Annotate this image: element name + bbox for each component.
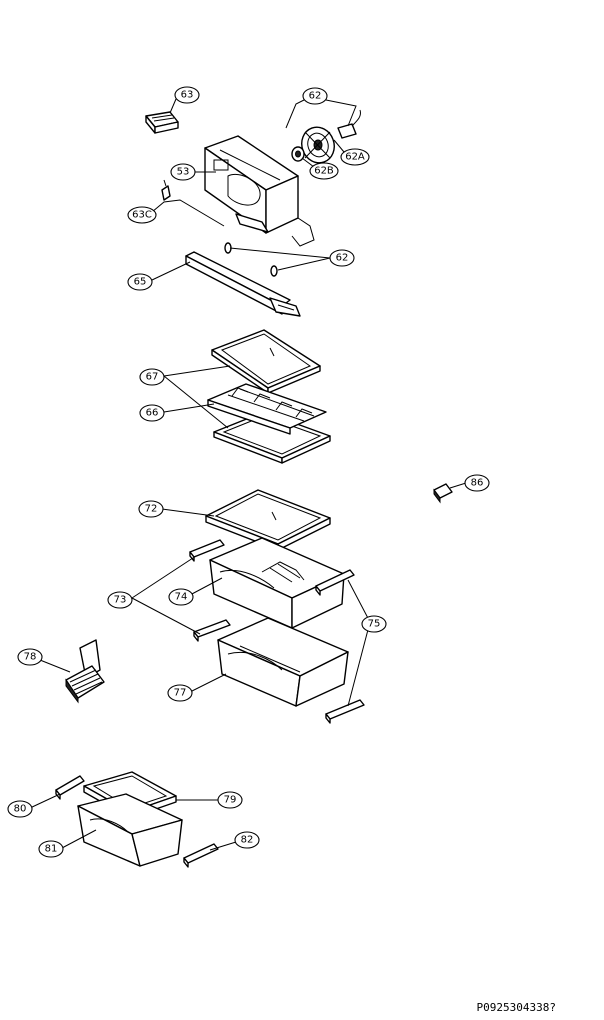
callout-73: 73 [107, 591, 133, 609]
part-62-screws [224, 242, 278, 277]
callout-80-label: 80 [14, 804, 27, 815]
part-73-slide-upper [189, 539, 225, 562]
part-67-shelf-lower [213, 411, 331, 464]
callout-66-label: 66 [146, 408, 159, 419]
callout-67: 67 [139, 368, 165, 386]
part-65-rail [185, 251, 301, 317]
part-53-fan-housing [204, 135, 315, 247]
callout-79-label: 79 [224, 795, 237, 806]
callout-62-screws-label: 62 [336, 253, 349, 264]
part-62-fan-assembly [291, 109, 361, 164]
callout-63c-label: 63C [132, 210, 152, 221]
part-75-slide-lower [325, 699, 365, 724]
callout-74: 74 [168, 588, 194, 606]
callout-62a: 62A [340, 148, 370, 166]
part-66-shelf-frame [207, 383, 327, 435]
callout-53: 53 [170, 163, 196, 181]
callout-63c: 63C [127, 206, 157, 224]
callout-66: 66 [139, 404, 165, 422]
callout-81: 81 [38, 840, 64, 858]
callout-62a-label: 62A [345, 152, 365, 163]
callout-75-label: 75 [368, 619, 381, 630]
callout-73-label: 73 [114, 595, 127, 606]
callout-77-label: 77 [174, 688, 187, 699]
callout-63: 63 [174, 86, 200, 104]
callout-79: 79 [217, 791, 243, 809]
callout-63-label: 63 [181, 90, 194, 101]
callout-67-label: 67 [146, 372, 159, 383]
part-73-slide-lower [193, 619, 231, 642]
callout-65: 65 [127, 273, 153, 291]
part-63-vent-cover [145, 111, 179, 134]
part-78-dispenser-part [65, 639, 105, 704]
callout-86-label: 86 [471, 478, 484, 489]
callout-77: 77 [167, 684, 193, 702]
callout-65-label: 65 [134, 277, 147, 288]
part-80-slide [55, 775, 85, 800]
callout-62-label: 62 [309, 91, 322, 102]
part-86-clip [433, 483, 453, 504]
callout-53-label: 53 [177, 167, 190, 178]
diagram-id: P0925304338? [476, 1001, 556, 1014]
part-63c-clip [161, 179, 171, 201]
part-82-slide [183, 843, 219, 868]
callout-62b: 62B [309, 162, 339, 180]
callout-81-label: 81 [45, 844, 58, 855]
part-81-bottom-bin [77, 793, 183, 867]
callout-80: 80 [7, 800, 33, 818]
callout-78-label: 78 [24, 652, 37, 663]
callout-62: 62 [302, 87, 328, 105]
callout-82-label: 82 [241, 835, 254, 846]
part-77-crisper-drawer [217, 617, 349, 707]
callout-75: 75 [361, 615, 387, 633]
leader-lines [29, 98, 467, 851]
part-75-slide-upper [315, 569, 355, 596]
callout-82: 82 [234, 831, 260, 849]
callout-74-label: 74 [175, 592, 188, 603]
callout-86: 86 [464, 474, 490, 492]
part-67-shelf-upper [211, 329, 321, 394]
callout-62-screws: 62 [329, 249, 355, 267]
callout-72-label: 72 [145, 504, 158, 515]
callout-78: 78 [17, 648, 43, 666]
callout-62b-label: 62B [314, 166, 334, 177]
callout-72: 72 [138, 500, 164, 518]
part-74-crisper-drawer [209, 537, 345, 629]
